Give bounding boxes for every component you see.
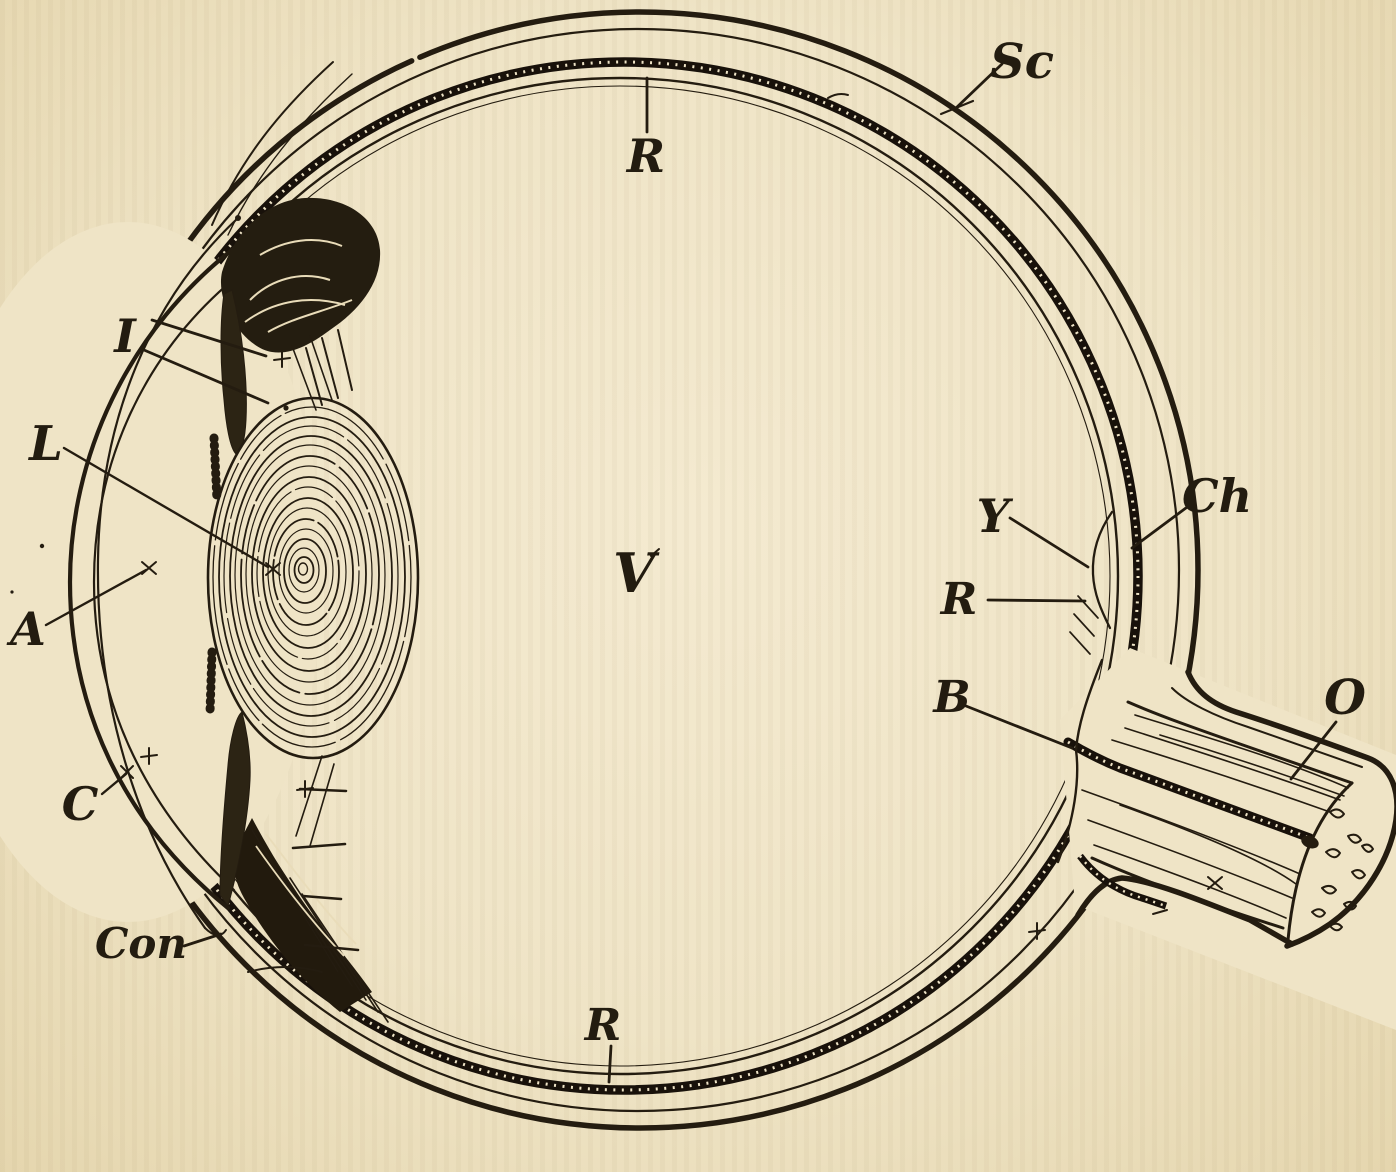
label-lens: L [27, 416, 63, 472]
x-mark-cornea [120, 765, 134, 779]
leader-iris-2 [142, 348, 270, 405]
plus-mark-ciliary [296, 780, 314, 798]
leader-iris-1 [150, 318, 268, 358]
ora-serrata-ticks [291, 787, 360, 952]
nerve-sheath-top-inner [1171, 687, 1363, 768]
leader-blind-spot [964, 704, 1074, 750]
nerve-sheath-top [1185, 669, 1396, 949]
ciliary-body-lower [233, 818, 389, 1023]
leader-lens [62, 446, 270, 569]
label-blind-spot: B [931, 672, 970, 723]
label-retina-right: R [939, 574, 978, 625]
label-retina-top: R [625, 129, 665, 183]
nerve-fibers [1081, 714, 1349, 919]
optic-nerve [1063, 669, 1396, 949]
x-mark-aqueous [141, 561, 157, 575]
labels: Sc R I L A C Con V Y Ch R B O R [6, 34, 1366, 1051]
label-vitreous: V [613, 541, 660, 605]
x-mark-lens [265, 562, 281, 576]
muscle-line-1 [211, 61, 334, 226]
blind-spot [1056, 658, 1104, 864]
nerve-cut-face-edge [1286, 781, 1354, 942]
label-sclera: Sc [990, 34, 1054, 90]
choroid-bead-texture [108, 60, 1140, 1092]
fovea-bulge [1091, 510, 1114, 630]
muscle-line-2 [227, 73, 353, 236]
label-aqueous: A [6, 602, 46, 656]
leader-retina-right [986, 598, 1087, 603]
cornea-inner [92, 264, 252, 892]
nerve-cut-face-stipple [1311, 808, 1374, 932]
leader-optic-nerve [1289, 720, 1338, 781]
label-retina-bottom: R [583, 1000, 622, 1051]
central-vessel-beads [1067, 740, 1311, 840]
ciliary-process-beads-top [209, 433, 222, 505]
choroid-into-nerve-beads [1079, 855, 1167, 908]
leader-lines [44, 62, 1338, 1084]
plus-mark-iris [273, 350, 291, 368]
label-iris: I [112, 309, 137, 363]
ciliary-process-beads-bottom [205, 647, 217, 717]
plus-mark-lower-wall [1028, 922, 1046, 940]
cornea-outer [67, 239, 245, 911]
nerve-bundle-top [1126, 700, 1354, 785]
fovea [1069, 510, 1114, 655]
nerve-bundle-bottom [1090, 856, 1285, 930]
wall-openings [0, 222, 1396, 1030]
label-cornea: C [62, 777, 99, 831]
conjunctiva-top-end [235, 215, 241, 221]
leader-sclera [954, 62, 1004, 110]
zonule-fibres [291, 335, 335, 847]
leader-sclera-tick [939, 99, 975, 116]
fovea-hatches [1069, 595, 1099, 655]
leader-choroid [1130, 500, 1196, 550]
reference-marks [120, 350, 1223, 940]
leader-fovea [1008, 516, 1090, 569]
leader-retina-bottom [607, 1044, 613, 1084]
leader-conjunctiva [182, 932, 223, 948]
x-mark-nerve [1207, 876, 1223, 890]
ciliary-body-upper [220, 197, 381, 406]
anterior-segment [67, 61, 389, 1023]
leader-aqueous [44, 568, 148, 627]
label-choroid: Ch [1182, 469, 1252, 523]
lens [206, 396, 420, 760]
label-conjunctiva: Con [95, 919, 187, 968]
specks [10, 93, 1168, 973]
label-fovea: Y [977, 489, 1014, 543]
label-optic-nerve: O [1324, 670, 1366, 726]
plus-mark-limbus [140, 747, 158, 765]
